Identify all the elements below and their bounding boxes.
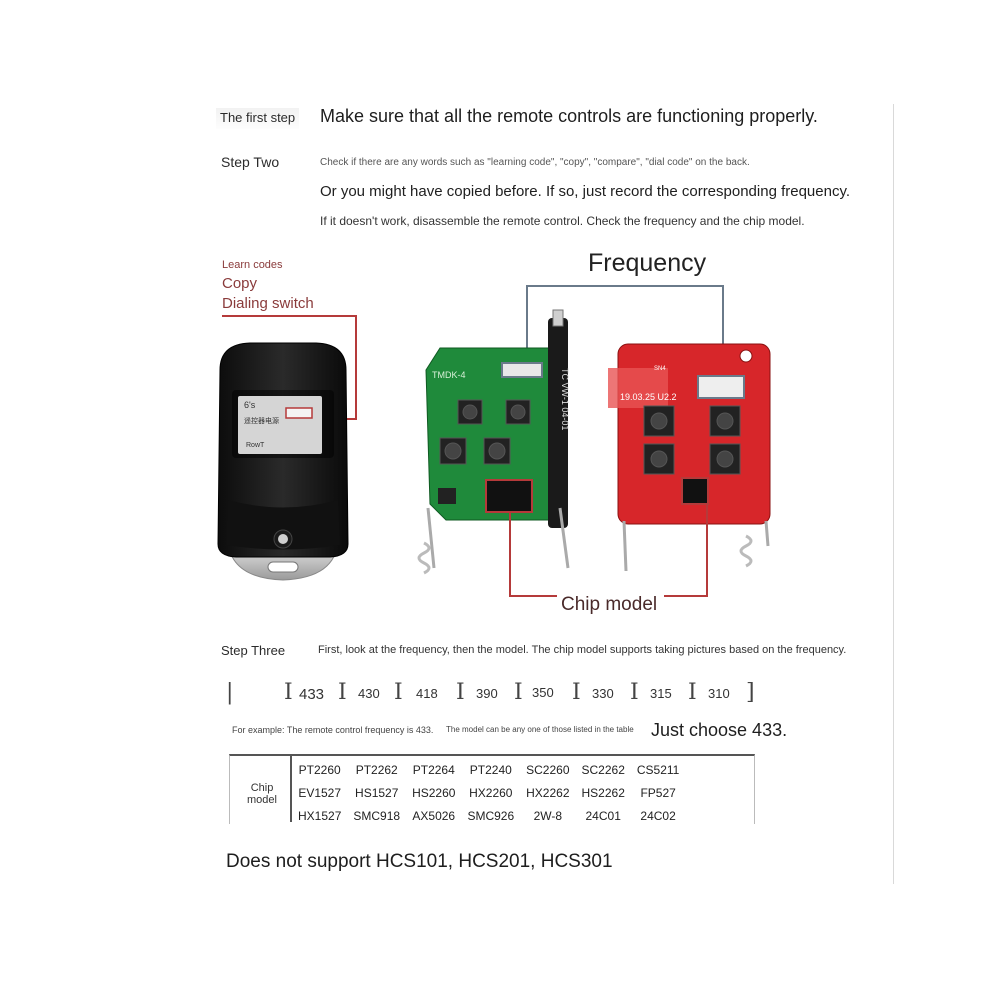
green-antenna-text: TC VW-1 04-01 [560, 368, 570, 430]
table-cell: SC2262 [581, 762, 625, 777]
table-cell: FP527 [640, 785, 676, 800]
table-cell: PT2240 [469, 762, 512, 777]
chipmodel-connector-bottom-left [509, 595, 557, 597]
step2-line2: Or you might have copied before. If so, … [320, 183, 851, 200]
callout-dialing-switch: Dialing switch [222, 295, 314, 312]
table-cell: HS2262 [581, 785, 625, 800]
example-text-2: The model can be any one of those listed… [446, 725, 634, 734]
step2-line3: If it doesn't work, disassemble the remo… [320, 214, 805, 228]
table-cell: 24C02 [640, 808, 676, 823]
frequency-connector-right [722, 285, 724, 382]
example-text-1: For example: The remote control frequenc… [232, 725, 434, 735]
frequency-value: 390 [476, 686, 498, 701]
frequency-value: 418 [416, 686, 438, 701]
callout-connector-vertical [355, 315, 357, 419]
frequency-bracket: I [572, 680, 581, 705]
callout-chip-model: Chip model [561, 594, 658, 615]
step2-label: Step Two [221, 154, 280, 170]
chipmodel-connector-right [706, 504, 708, 596]
frequency-bracket: I [394, 680, 403, 705]
chip-table: PT2260 PT2262 PT2264 PT2240 SC2260 SC226… [292, 758, 685, 827]
chip-table-divider [290, 756, 292, 822]
callout-copy: Copy [222, 275, 258, 292]
table-cell: HS1527 [355, 785, 399, 800]
step1-label: The first step [216, 108, 300, 129]
table-cell: EV1527 [298, 785, 342, 800]
table-row: HX1527 SMC918 AX5026 SMC926 2W-8 24C01 2… [292, 804, 685, 827]
table-cell: AX5026 [412, 808, 456, 823]
example-choose: Just choose 433. [651, 720, 788, 740]
frequency-bracket: I [514, 680, 523, 705]
table-cell: SC2260 [526, 762, 570, 777]
chipmodel-connector-left [509, 513, 511, 596]
remote-label-line3: RowT [246, 442, 265, 449]
chip-table-label-line1: Chip [250, 782, 274, 794]
table-cell: HX2262 [526, 785, 570, 800]
callout-underline [222, 315, 356, 317]
frequency-bracket: I [456, 680, 465, 705]
table-cell: HX2260 [469, 785, 513, 800]
table-cell: 24C01 [585, 808, 621, 823]
table-cell: CS5211 [636, 762, 680, 777]
step1-text: Make sure that all the remote controls a… [320, 106, 818, 126]
chipmodel-connector-bottom-right [664, 595, 708, 597]
red-pcb-image: 19.03.25 U2.2 SN4 [608, 343, 771, 572]
frequency-value: 330 [592, 686, 614, 701]
table-cell: SMC918 [353, 808, 401, 823]
chip-table-frame: Chip model PT2260 PT2262 PT2264 PT2240 S… [229, 754, 755, 824]
frequency-value: 350 [532, 685, 554, 700]
frequency-connector-top [527, 285, 724, 287]
frequency-connector-left [526, 285, 528, 365]
table-cell: 2W-8 [533, 808, 563, 823]
table-cell: HS2260 [412, 785, 456, 800]
unsupported-notice: Does not support HCS101, HCS201, HCS301 [226, 851, 613, 872]
frequency-bracket: I [284, 680, 293, 705]
red-pcb-small: SN4 [654, 366, 666, 372]
frequency-value: 433 [299, 686, 325, 703]
step2-line1: Check if there are any words such as "le… [320, 157, 750, 168]
chip-table-row-label: Chip model [230, 756, 294, 822]
table-cell: PT2264 [412, 762, 455, 777]
table-cell: PT2262 [355, 762, 398, 777]
page-right-rule [893, 104, 894, 884]
step3-label: Step Three [221, 643, 286, 658]
frequency-row: | I 433 I 430 I 418 I 390 I 350 I 330 I … [226, 680, 786, 708]
table-cell: HX1527 [298, 808, 342, 823]
callout-learn-codes: Learn codes [222, 259, 283, 271]
frequency-value: 315 [650, 686, 672, 701]
table-cell: PT2260 [298, 762, 341, 777]
frequency-bracket: I [688, 680, 697, 705]
frequency-value: 310 [708, 686, 730, 701]
step3-text: First, look at the frequency, then the m… [318, 644, 847, 656]
remote-label-line2: 遥控器电源 [244, 416, 279, 425]
table-cell: SMC926 [467, 808, 515, 823]
frequency-bracket: I [338, 680, 347, 705]
frequency-bracket: I [630, 680, 639, 705]
remote-label-line1: 6's [244, 400, 256, 410]
frequency-bracket: | [226, 680, 234, 705]
table-row: PT2260 PT2262 PT2264 PT2240 SC2260 SC226… [292, 758, 685, 781]
red-pcb-label: 19.03.25 U2.2 [620, 392, 677, 402]
green-pcb-image: TMDK-4 TC VW-1 04-01 [417, 309, 570, 575]
callout-frequency: Frequency [588, 249, 707, 277]
chip-table-label-line2: model [247, 794, 277, 806]
table-row: EV1527 HS1527 HS2260 HX2260 HX2262 HS226… [292, 781, 685, 804]
remote-control-image: 6's 遥控器电源 RowT [217, 342, 349, 581]
frequency-value: 430 [358, 686, 380, 701]
frequency-bracket: ] [746, 680, 755, 705]
green-pcb-label: TMDK-4 [432, 370, 466, 380]
